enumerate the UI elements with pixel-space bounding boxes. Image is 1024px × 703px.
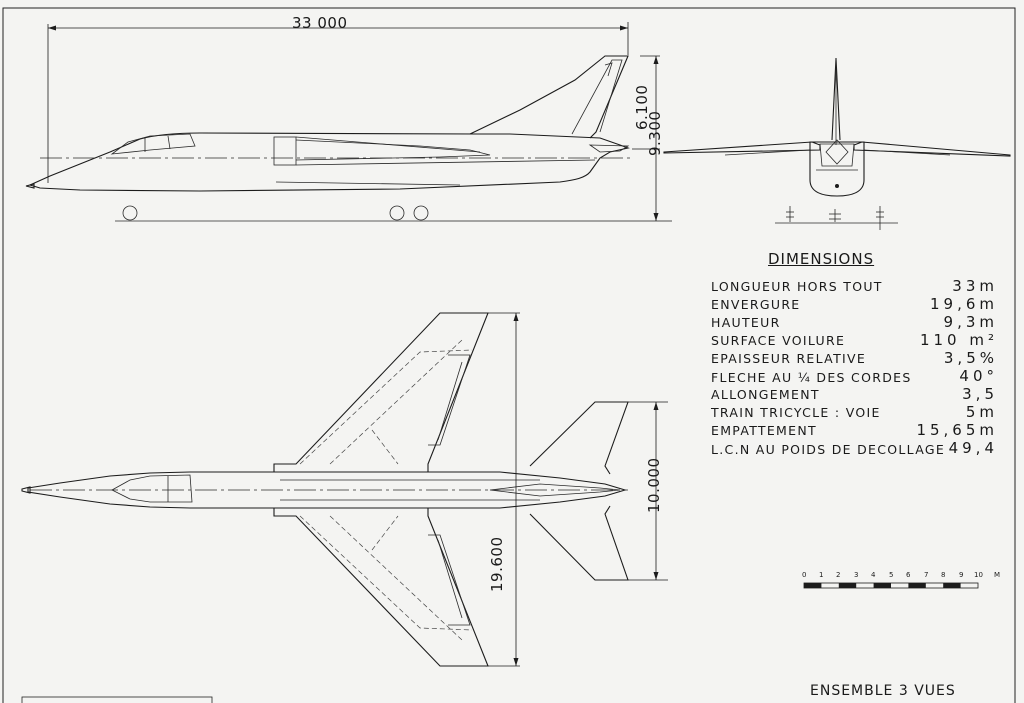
- dimension-row-label: EMPATTEMENT: [711, 423, 817, 438]
- total-height-dimension-label: 9.300: [646, 110, 664, 156]
- scale-label: 2: [836, 571, 841, 579]
- span-dimension-label: 19.600: [488, 536, 506, 593]
- tailplane-span-dimension-label: 10.000: [645, 457, 663, 514]
- scale-label: 9: [959, 571, 964, 579]
- dimension-row-value: 3,5: [962, 385, 998, 403]
- dimension-row-label: ENVERGURE: [711, 297, 801, 312]
- scale-label: 3: [854, 571, 859, 579]
- dimension-row-label: FLECHE AU ¼ DES CORDES: [711, 370, 912, 385]
- scale-label: M: [994, 571, 1001, 579]
- scale-label: 5: [889, 571, 894, 579]
- dimension-row-label: SURFACE VOILURE: [711, 333, 846, 348]
- sheet-border: [2, 7, 1016, 703]
- scale-label: 8: [941, 571, 946, 579]
- scale-label: 6: [906, 571, 911, 579]
- scale-label: 7: [924, 571, 929, 579]
- dimension-row-label: EPAISSEUR RELATIVE: [711, 351, 867, 366]
- scale-label: 4: [871, 571, 876, 579]
- dimension-row-value: 9,3m: [943, 313, 998, 331]
- dimension-row-label: LONGUEUR HORS TOUT: [711, 279, 883, 294]
- dimensions-title: DIMENSIONS: [768, 250, 875, 268]
- dimension-row-value: 40°: [959, 367, 998, 385]
- dimension-row-label: HAUTEUR: [711, 315, 781, 330]
- front-view: [663, 57, 1011, 230]
- dimension-row-value: 33m: [952, 277, 998, 295]
- side-view: [25, 22, 672, 222]
- dimension-row-value: 15,65m: [916, 421, 998, 439]
- dimension-row-value: 19,6m: [929, 295, 998, 313]
- dimension-row-value: 5m: [965, 403, 998, 421]
- dimension-row-label: ALLONGEMENT: [711, 387, 820, 402]
- scale-label: 10: [974, 571, 983, 579]
- plan-view: [21, 312, 668, 667]
- dimension-row-label: L.C.N AU POIDS DE DECOLLAGE: [711, 442, 946, 457]
- dimension-row-value: 49,4: [948, 439, 998, 457]
- scale-label: 0: [802, 571, 807, 579]
- dimension-row-value: 3,5%: [943, 349, 998, 367]
- scale-bar: [803, 582, 979, 589]
- scale-label: 1: [819, 571, 824, 579]
- title-block-corner: [21, 696, 213, 703]
- dimension-row-label: TRAIN TRICYCLE : VOIE: [711, 405, 881, 420]
- dimension-row-value: 110 m²: [919, 331, 998, 349]
- length-dimension-label: 33 000: [292, 14, 348, 32]
- drawing-caption: ENSEMBLE 3 VUES: [810, 683, 956, 699]
